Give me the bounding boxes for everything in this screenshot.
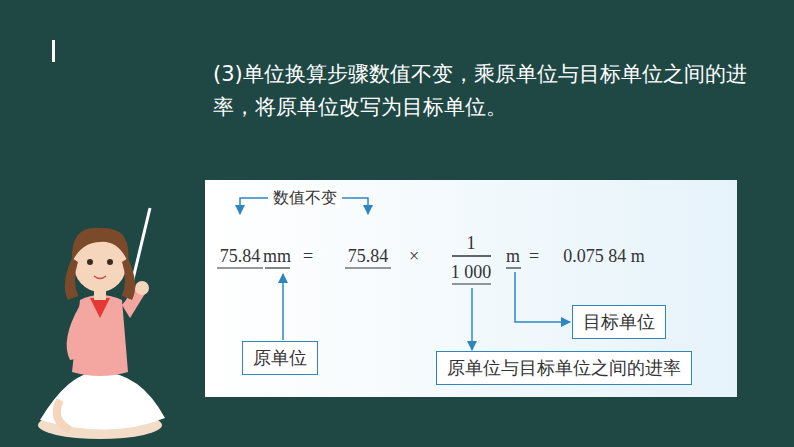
term-box: 目标单位 bbox=[572, 305, 666, 339]
term-box: 原单位与目标单位之间的进率 bbox=[436, 351, 692, 385]
formula-sign: × bbox=[409, 246, 419, 266]
term-box: 原单位 bbox=[242, 341, 318, 375]
formula-value: 75.84 bbox=[348, 246, 389, 266]
step-note: (3)单位换算步骤数值不变，乘原单位与目标单位之间的进率，将原单位改写为目标单位… bbox=[213, 58, 785, 124]
figure-panel bbox=[205, 180, 737, 397]
box-text: 目标单位 bbox=[583, 311, 655, 333]
formula-sign: = bbox=[529, 246, 539, 266]
fraction-denominator: 1 000 bbox=[451, 262, 492, 282]
leader-arrows bbox=[283, 272, 570, 350]
bracket-label: 数值不变 bbox=[270, 188, 340, 208]
formula-value: 75.84 bbox=[220, 246, 261, 266]
box-text: 原单位与目标单位之间的进率 bbox=[447, 357, 681, 379]
accent-bar bbox=[52, 40, 55, 62]
girl-illustration bbox=[38, 208, 165, 439]
formula-sign: = bbox=[303, 246, 313, 266]
formula-unit: mm bbox=[263, 246, 291, 266]
formula-result: 0.075 84 m bbox=[563, 246, 645, 266]
fraction-numerator: 1 bbox=[467, 233, 476, 253]
formula-unit: m bbox=[506, 246, 520, 266]
box-text: 原单位 bbox=[253, 347, 307, 369]
